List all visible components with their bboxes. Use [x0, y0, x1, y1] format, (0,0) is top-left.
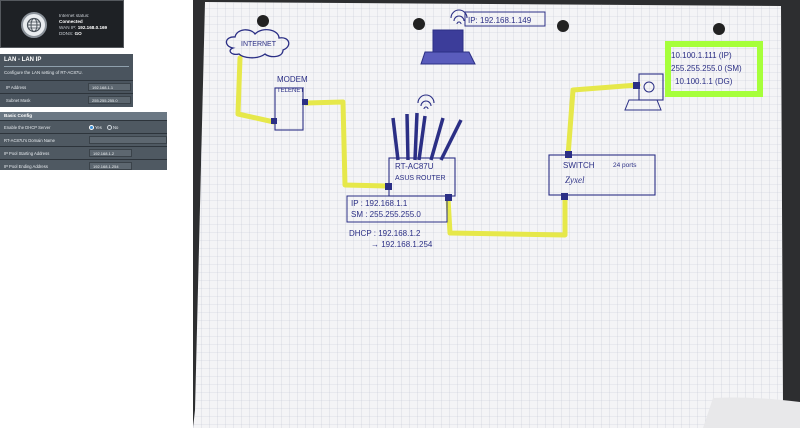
punch-hole: [257, 15, 269, 27]
pc-keyboard: [624, 99, 662, 111]
wifi-icon: [417, 94, 435, 110]
dhcp-no-radio[interactable]: [107, 124, 113, 130]
switch-box: [548, 154, 656, 196]
scrap-paper: [703, 397, 800, 428]
globe-icon[interactable]: [21, 12, 47, 38]
router-subnet-label: SM : 255.255.255.0: [351, 210, 421, 219]
switch-label: SWITCH: [563, 161, 595, 170]
pc-subnet-label: 255.255.255.0 (SM): [671, 64, 742, 73]
modem-port: [302, 99, 308, 105]
punch-hole: [557, 20, 569, 32]
lan-ip-panel: LAN - LAN IP Configure the LAN setting o…: [0, 54, 133, 107]
pool-start-input[interactable]: 192.168.1.2: [89, 149, 132, 157]
ddns-link[interactable]: GO: [74, 31, 82, 36]
lan-panel-title: LAN - LAN IP: [4, 57, 42, 63]
table-row: RT-AC87U's Domain Name: [0, 133, 167, 147]
dhcp-range-start: DHCP : 192.168.1.2: [349, 229, 421, 238]
table-row: IP Address 192.168.1.1: [0, 80, 133, 94]
wan-ip-value: 192.168.0.169: [77, 25, 108, 30]
basic-config-panel: Basic Config Enable the DHCP Server Yes …: [0, 112, 167, 172]
dhcp-settings-table: Enable the DHCP Server Yes No RT-AC87U's…: [0, 120, 167, 172]
laptop-screen: [432, 29, 464, 53]
laptop-ip-label: IP: 192.168.1.149: [468, 16, 532, 25]
switch-port: [561, 193, 568, 200]
network-sketch: INTERNET MODEM TELENET IP: 192.168.1.149…: [193, 2, 800, 428]
dhcp-range-end: → 192.168.1.254: [371, 240, 433, 249]
router-ip-label: IP : 192.168.1.1: [351, 199, 408, 208]
pool-start-label: IP Pool Starting Address: [0, 146, 85, 160]
router-model-label: RT-AC87U: [395, 162, 434, 171]
ddns-label: DDNS:: [59, 31, 74, 36]
divider: [4, 66, 129, 67]
internet-status-value: Connected: [59, 19, 83, 24]
router-ip-box: [346, 195, 448, 223]
punch-hole: [413, 18, 425, 30]
router-brand-label: ASUS ROUTER: [395, 175, 446, 182]
ip-address-label: IP Address: [0, 80, 82, 94]
monitor-screen: [643, 81, 655, 93]
wan-ip-label: WAN IP:: [59, 25, 77, 30]
pool-end-input[interactable]: 192.168.1.254: [89, 162, 132, 170]
ethernet-cables: [235, 55, 641, 238]
internet-status-panel: Internet status: Connected WAN IP: 192.1…: [0, 0, 124, 48]
cable-internet-modem: [235, 55, 277, 125]
cable-switch-pc: [565, 82, 641, 159]
subnet-mask-input[interactable]: 255.255.255.0: [88, 96, 131, 104]
router-antennas: [391, 112, 463, 161]
modem-sub-label: TELENET: [277, 88, 304, 94]
router-port: [445, 194, 452, 201]
laptop-ip-box: [464, 11, 546, 27]
pool-end-label: IP Pool Ending Address: [0, 159, 85, 172]
dhcp-enable-label: Enable the DHCP Server: [0, 120, 85, 134]
dhcp-yes-radio[interactable]: [89, 124, 94, 130]
pc-port: [633, 82, 640, 89]
internet-status-label: Internet status:: [59, 13, 90, 18]
switch-ports-label: 24 ports: [613, 162, 637, 169]
cloud-icon: [225, 28, 290, 59]
switch-port: [565, 151, 572, 158]
punch-hole: [713, 23, 725, 35]
router-icon: [388, 94, 463, 197]
domain-name-label: RT-AC87U's Domain Name: [0, 133, 85, 147]
lan-settings-table: IP Address 192.168.1.1 Subnet Mask 255.2…: [0, 80, 133, 106]
domain-name-input[interactable]: [89, 135, 167, 144]
modem-port: [271, 118, 277, 124]
pc-ip-label: 10.100.1.111 (IP): [671, 51, 732, 60]
network-sketch-photo: INTERNET MODEM TELENET IP: 192.168.1.149…: [193, 0, 800, 428]
cable-router-switch: [445, 195, 568, 238]
basic-config-title: Basic Config: [4, 113, 33, 118]
table-row: Enable the DHCP Server Yes No: [0, 120, 167, 134]
modem-label: MODEM: [277, 75, 308, 84]
table-row: IP Pool Starting Address 192.168.1.2: [0, 146, 167, 160]
table-row: IP Pool Ending Address 192.168.1.254: [0, 159, 167, 172]
pc-gateway-label: 10.100.1.1 (DG): [675, 77, 733, 86]
table-row: Subnet Mask 255.255.255.0: [0, 93, 133, 106]
lan-panel-description: Configure the LAN setting of RT-AC87U.: [4, 70, 83, 75]
status-text: Internet status: Connected WAN IP: 192.1…: [59, 13, 107, 37]
cable-modem-router: [303, 99, 391, 189]
modem-box: [274, 87, 304, 131]
dhcp-yes-label: Yes: [95, 124, 102, 130]
wifi-icon: [450, 9, 468, 25]
highlight-box: [665, 41, 763, 97]
basic-config-header: Basic Config: [0, 112, 167, 120]
switch-brand-label: Zyxel: [565, 175, 585, 185]
router-port: [385, 183, 392, 190]
pc-icon: [624, 73, 664, 111]
ip-address-input[interactable]: 192.168.1.1: [88, 83, 131, 91]
subnet-mask-label: Subnet Mask: [0, 93, 82, 106]
internet-label: INTERNET: [241, 41, 277, 48]
laptop-icon: [420, 9, 476, 65]
laptop-keyboard: [420, 51, 476, 65]
dhcp-no-label: No: [113, 124, 119, 130]
